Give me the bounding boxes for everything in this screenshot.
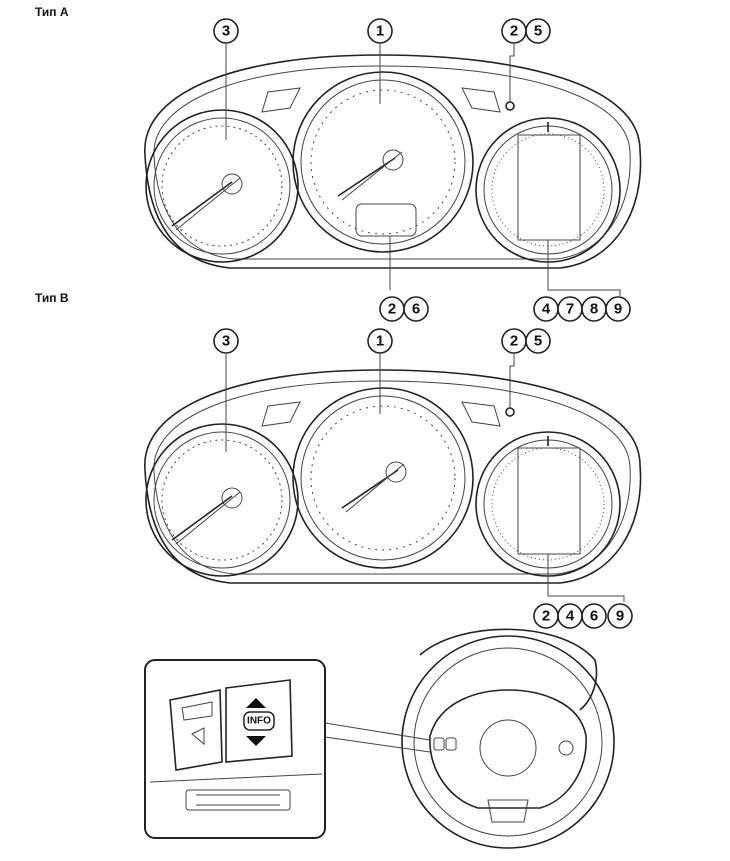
svg-text:2: 2	[388, 301, 396, 318]
indicator-light	[505, 101, 515, 111]
right-display	[517, 134, 581, 241]
cluster-housing	[144, 369, 642, 584]
info-switch-block	[225, 679, 293, 763]
svg-text:4: 4	[566, 608, 575, 625]
switch-panel-inset: INFO	[144, 659, 326, 839]
callout-indicator-b: 2 5	[501, 328, 551, 354]
svg-text:7: 7	[566, 301, 574, 318]
cluster-housing	[144, 54, 642, 269]
callout-indicator-a: 2 5	[501, 18, 551, 44]
svg-text:9: 9	[616, 608, 624, 625]
svg-text:2: 2	[542, 608, 550, 625]
svg-text:8: 8	[590, 301, 598, 318]
callout-tach-b: 3	[213, 328, 239, 354]
tachometer-gauge	[145, 423, 299, 577]
cluster-type-a	[144, 44, 642, 296]
svg-text:2: 2	[510, 23, 518, 40]
steering-wheel	[401, 628, 615, 849]
display-strip	[185, 789, 291, 811]
svg-text:1: 1	[376, 23, 384, 40]
info-button[interactable]	[243, 711, 275, 731]
cluster-type-b	[144, 354, 642, 602]
callout-tach-a: 3	[213, 18, 239, 44]
callout-right-display-b: 2 4 6 9	[533, 603, 633, 629]
callout-speedo-a: 1	[367, 18, 393, 44]
svg-text:5: 5	[534, 23, 542, 40]
down-arrow-icon[interactable]	[246, 736, 266, 746]
steering-switch-left	[433, 737, 445, 751]
svg-text:5: 5	[534, 333, 542, 350]
svg-text:6: 6	[412, 301, 420, 318]
right-display	[517, 447, 581, 555]
section-label-type-b: Тип B	[35, 291, 69, 305]
callout-right-display-a: 4 7 8 9	[533, 296, 631, 322]
svg-text:2: 2	[510, 333, 518, 350]
svg-text:6: 6	[590, 608, 598, 625]
info-button-label: INFO	[247, 716, 271, 727]
svg-text:9: 9	[614, 301, 622, 318]
callout-center-display-a: 2 6	[379, 296, 429, 322]
svg-text:4: 4	[542, 301, 551, 318]
callout-speedo-b: 1	[367, 328, 393, 354]
left-switch-block	[169, 689, 223, 771]
speedometer-gauge	[292, 387, 474, 569]
svg-text:3: 3	[222, 333, 230, 350]
center-display	[355, 203, 417, 237]
svg-text:1: 1	[376, 333, 384, 350]
tachometer-gauge	[145, 109, 299, 263]
svg-text:3: 3	[222, 23, 230, 40]
up-arrow-icon[interactable]	[246, 698, 266, 708]
indicator-light	[505, 407, 515, 417]
speedometer-gauge	[292, 71, 474, 253]
section-label-type-a: Тип A	[35, 5, 69, 19]
